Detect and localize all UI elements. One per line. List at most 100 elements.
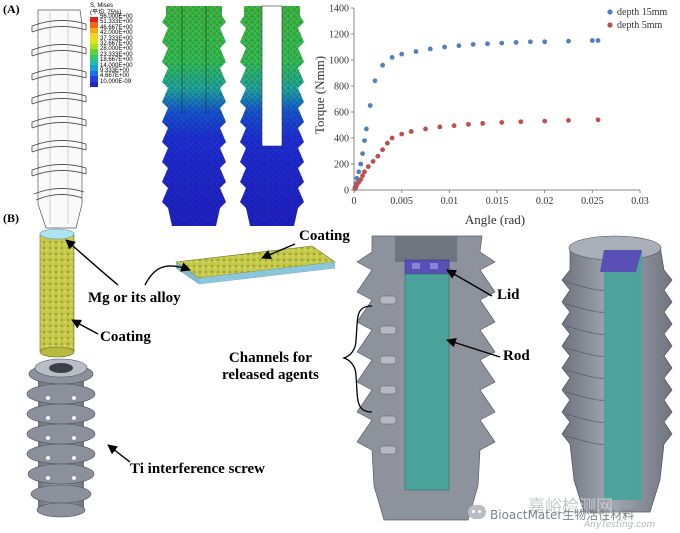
- data-point-series-1: [527, 39, 533, 45]
- y-tick-label: 400: [334, 134, 349, 145]
- legend-value: 37.333E+00: [100, 35, 133, 42]
- fea-full-screw: [162, 6, 226, 226]
- coated-plate: [175, 245, 336, 285]
- legend-colorbar: [90, 17, 98, 88]
- data-point-series-2: [360, 173, 365, 179]
- data-point-series-1: [456, 43, 462, 49]
- data-point-series-1: [360, 151, 365, 157]
- legend-title: S, Mises: [90, 3, 114, 9]
- data-point-series-1: [380, 62, 385, 68]
- y-tick-label: 1000: [329, 56, 349, 67]
- legend-value: 56.000E+00: [100, 14, 133, 20]
- legend-value: 51.333E+00: [100, 19, 133, 26]
- x-tick-label: 0.015: [486, 196, 509, 207]
- data-point-series-2: [362, 169, 367, 175]
- data-point-series-1: [356, 169, 362, 175]
- data-point-series-1: [566, 38, 571, 44]
- y-tick-label: 200: [334, 160, 349, 171]
- legend-swatch: [90, 70, 98, 77]
- lid-shape: [404, 259, 450, 275]
- y-tick-label: 1200: [329, 30, 349, 41]
- fea-stress-contour: [162, 5, 304, 226]
- x-tick-label: 0.03: [631, 196, 649, 207]
- wechat-icon: [468, 505, 486, 519]
- legend-swatch: [90, 65, 98, 72]
- x-tick-label: 0.025: [581, 196, 604, 207]
- watermark-url: AnyTesting.com: [584, 520, 656, 530]
- watermark: 嘉峪检测网 BioactMater生物活性材料 AnyTesting.com: [468, 496, 674, 530]
- y-tick-label: 800: [334, 82, 349, 93]
- channels-brace: [341, 305, 373, 413]
- legend-swatch: [90, 81, 98, 88]
- legend-value: 14.000E+00: [100, 62, 133, 69]
- data-point-series-2: [365, 164, 371, 170]
- legend-swatch: [90, 60, 98, 66]
- data-point-series-1: [499, 40, 505, 46]
- legend-marker-series-1: [607, 9, 613, 15]
- watermark-account: BioactMater生物活性材料: [490, 508, 635, 522]
- data-point-series-2: [408, 129, 414, 134]
- legend-value: 23.333E+00: [100, 51, 133, 58]
- data-point-series-1: [470, 42, 476, 47]
- x-axis-label: Angle (rad): [465, 212, 525, 227]
- legend-swatch: [90, 22, 98, 29]
- coating-label-rod: Coating: [100, 329, 151, 345]
- data-point-series-1: [363, 126, 369, 132]
- x-tick-label: 0: [352, 196, 357, 207]
- y-tick-label: 600: [334, 108, 349, 119]
- y-tick-label: 1400: [329, 4, 349, 15]
- legend-value: 10.000E-09: [100, 78, 132, 85]
- data-point-series-2: [423, 126, 428, 132]
- channels-label: Channels for released agents: [222, 350, 319, 384]
- data-point-series-2: [399, 131, 405, 137]
- legend-value: 32.667E+00: [100, 41, 133, 47]
- x-tick-label: 0.01: [441, 196, 459, 207]
- data-point-series-1: [367, 103, 373, 108]
- screw-cross-section: [356, 235, 496, 521]
- data-point-series-1: [399, 51, 405, 57]
- y-axis-label: Torque (Nmm): [312, 56, 327, 134]
- data-point-series-2: [595, 117, 601, 123]
- legend-label-series-1: depth 15mm: [617, 7, 667, 18]
- coated-mg-rod: [39, 228, 75, 358]
- data-point-series-1: [354, 175, 360, 181]
- rod-label: Rod: [503, 348, 530, 364]
- data-point-series-2: [542, 118, 548, 124]
- data-point-series-1: [595, 38, 601, 43]
- legend-label-series-2: depth 5mm: [617, 20, 662, 31]
- data-point-series-1: [362, 138, 367, 144]
- legend-swatch: [90, 43, 98, 50]
- channels-label-line2: released agents: [222, 367, 319, 383]
- legend-subtitle: (平均: 75%): [90, 10, 122, 16]
- legend-value: 28.000E+00: [100, 46, 133, 53]
- data-point-series-2: [370, 159, 376, 164]
- panel-b-label: (B): [3, 211, 19, 225]
- ti-screw-label: Ti interference screw: [130, 461, 265, 477]
- data-point-series-1: [358, 161, 364, 167]
- data-point-series-2: [466, 121, 471, 127]
- legend-swatch: [90, 54, 98, 61]
- screw-3d-cutaway: [561, 235, 673, 513]
- legend-marker-series-2: [607, 22, 613, 28]
- data-point-series-2: [384, 140, 390, 146]
- data-point-series-2: [380, 147, 385, 153]
- chart-legend: depth 15mm depth 5mm: [607, 7, 667, 31]
- panel-a-label: (A): [3, 2, 20, 16]
- data-point-series-1: [542, 39, 548, 45]
- lid-label: Lid: [497, 287, 520, 303]
- mg-alloy-label: Mg or its alloy: [88, 290, 181, 306]
- legend-swatch: [90, 17, 98, 23]
- data-point-series-2: [518, 119, 524, 125]
- legend-swatch: [90, 76, 98, 82]
- data-point-series-1: [427, 46, 433, 52]
- legend-value: 42.000E+00: [100, 30, 133, 37]
- data-point-series-1: [372, 78, 378, 84]
- data-point-series-2: [389, 135, 395, 141]
- legend-swatch: [90, 38, 98, 45]
- watermark-cn-text: 嘉峪检测网: [528, 497, 613, 517]
- x-tick-label: 0.02: [536, 196, 554, 207]
- data-point-series-2: [499, 120, 505, 125]
